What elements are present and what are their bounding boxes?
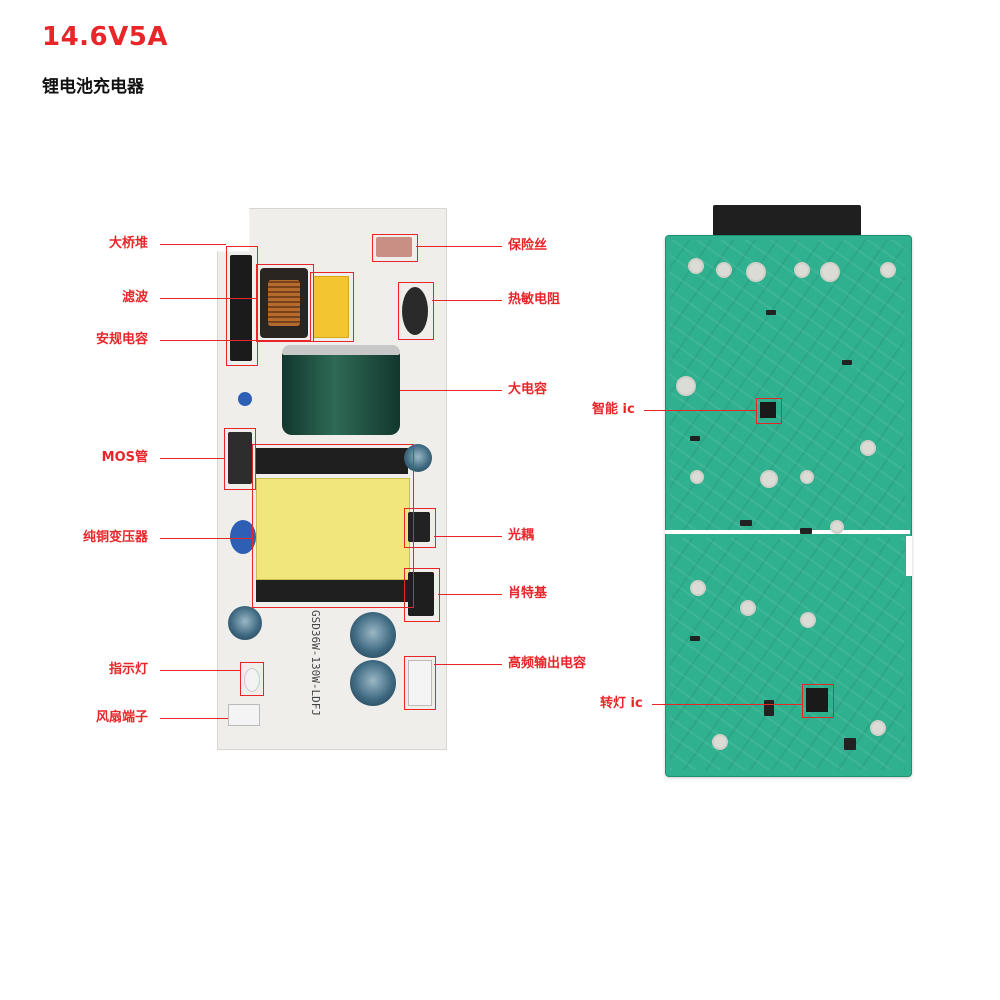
y-capacitor [230, 520, 256, 554]
thermistor-component [402, 287, 428, 335]
label-fuse: 保险丝 [508, 238, 548, 253]
pcb-solder-side [665, 235, 912, 777]
smd-component [842, 360, 852, 365]
leader-fan [160, 718, 228, 719]
smd-component [800, 528, 812, 534]
label-safety-capacitor: 安规电容 [95, 332, 148, 347]
fan-connector-component [228, 704, 260, 726]
highlight-safety-cap [310, 272, 354, 342]
indicator-led-component [244, 668, 260, 692]
pcb-traces-bottom [670, 538, 905, 770]
board-cutout [906, 536, 912, 576]
transformer-bottom-winding [256, 580, 408, 602]
solder-pad [746, 262, 766, 282]
label-bulk-capacitor: 大电容 [508, 382, 548, 397]
leader-bridge [160, 244, 226, 245]
highlight-bridge [226, 246, 258, 366]
leader-optocoupler [434, 536, 502, 537]
blue-capacitor [238, 392, 252, 406]
bulk-capacitor [282, 345, 400, 435]
label-optocoupler: 光耦 [508, 528, 535, 543]
smd-component [766, 310, 776, 315]
solder-pad [794, 262, 810, 278]
leader-filter [160, 298, 256, 299]
bridge-rectifier [230, 255, 252, 361]
highlight-smart-ic [756, 398, 782, 424]
solder-pad [830, 520, 844, 534]
leader-led [160, 670, 240, 671]
solder-pad [860, 440, 876, 456]
label-thermistor: 热敏电阻 [508, 292, 561, 307]
pcb-traces-top [670, 240, 905, 530]
smd-component [740, 520, 752, 526]
isolation-slot [665, 530, 910, 534]
highlight-optocoupler [404, 508, 436, 548]
mosfet-component [228, 432, 252, 484]
product-subtitle: 锂电池充电器 [42, 77, 144, 97]
highlight-output-caps [404, 656, 436, 710]
highlight-schottky [404, 568, 440, 622]
output-capacitor-1 [350, 612, 396, 658]
smart-ic-chip [760, 402, 776, 418]
solder-pad [760, 470, 778, 488]
electrolytic-capacitor-small [404, 444, 432, 472]
light-ic-chip [806, 688, 828, 712]
leader-safety-cap [160, 340, 310, 341]
output-capacitor-2 [350, 660, 396, 706]
highlight-thermistor [398, 282, 434, 340]
label-schottky: 肖特基 [508, 586, 548, 601]
product-title: 14.6V5A [42, 22, 168, 52]
label-bridge-rectifier: 大桥堆 [108, 236, 148, 251]
leader-fuse [416, 246, 502, 247]
label-light-ic: 转灯 ic [600, 696, 643, 711]
leader-bulk-cap [400, 390, 502, 391]
solder-pad [688, 258, 704, 274]
solder-pad [880, 262, 896, 278]
indicator-capacitor [228, 606, 262, 640]
highlight-led [240, 662, 264, 696]
solder-pad [690, 580, 706, 596]
solder-pad [820, 262, 840, 282]
smd-component [764, 700, 774, 716]
highlight-fuse [372, 234, 418, 262]
label-output-capacitor: 高频输出电容 [508, 656, 587, 671]
solder-pad [740, 600, 756, 616]
leader-mos [160, 458, 224, 459]
leader-smart-ic [644, 410, 756, 411]
highlight-light-ic [802, 684, 834, 718]
highlight-transformer [252, 444, 414, 608]
safety-capacitor [313, 276, 349, 338]
label-smart-ic: 智能 ic [592, 402, 635, 417]
label-filter: 滤波 [121, 290, 148, 305]
output-terminal [408, 660, 432, 706]
solder-pad [712, 734, 728, 750]
label-transformer: 纯铜变压器 [82, 530, 148, 545]
schottky-diode-component [408, 572, 434, 616]
label-mos: MOS管 [101, 450, 148, 465]
label-indicator-light: 指示灯 [108, 662, 148, 677]
smd-component [844, 738, 856, 750]
highlight-filter [256, 264, 314, 342]
filter-choke [260, 268, 308, 338]
leader-thermistor [432, 300, 502, 301]
solder-pad [676, 376, 696, 396]
transformer-top-winding [256, 448, 408, 474]
solder-pad [800, 612, 816, 628]
leader-schottky [438, 594, 502, 595]
smd-component [690, 636, 700, 641]
leader-light-ic [652, 704, 802, 705]
solder-pad [716, 262, 732, 278]
highlight-mos [224, 428, 256, 490]
solder-pad [690, 470, 704, 484]
solder-pad [870, 720, 886, 736]
leader-output-caps [434, 664, 502, 665]
label-fan-terminal: 风扇端子 [95, 710, 148, 725]
smd-component [690, 436, 700, 441]
leader-transformer [160, 538, 252, 539]
fuse-component [376, 237, 412, 257]
pcb-marking: GSD36W-130W-LDFJ [309, 610, 322, 716]
solder-pad [800, 470, 814, 484]
